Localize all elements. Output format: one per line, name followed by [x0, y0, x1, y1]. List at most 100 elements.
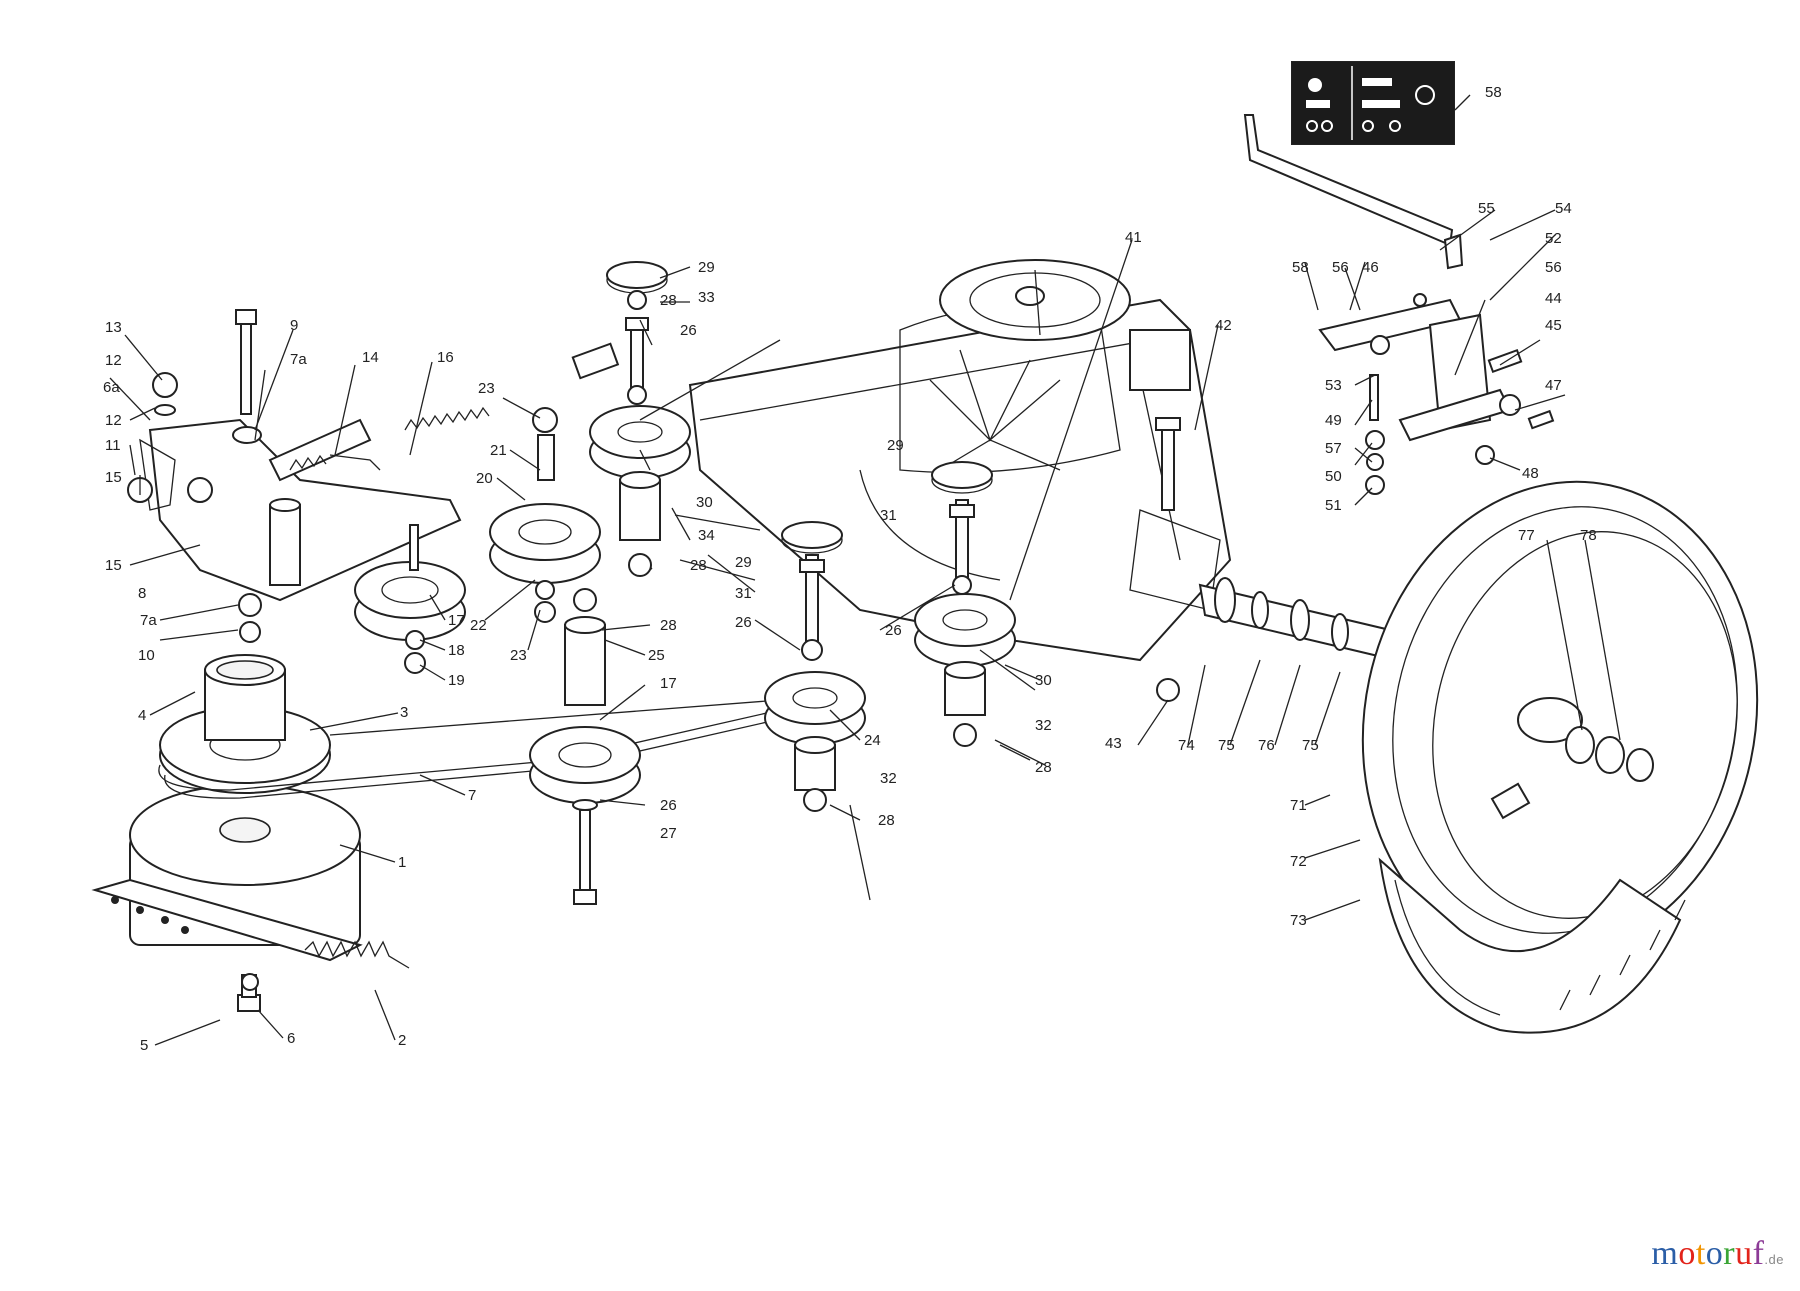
label-29-b: 29 [735, 554, 752, 571]
label-15-upper: 15 [105, 469, 122, 486]
label-12-lower: 12 [105, 412, 122, 429]
watermark-tld: .de [1764, 1252, 1784, 1267]
shift-bracket [1318, 293, 1555, 495]
bolt-9 [232, 309, 262, 444]
label-58-a: 58 [1292, 259, 1309, 276]
label-72: 72 [1290, 853, 1307, 870]
label-7a-lower: 7a [140, 612, 157, 629]
leader-lines [109, 94, 1621, 1046]
label-78: 78 [1580, 527, 1597, 544]
label-7a-upper: 7a [290, 351, 307, 368]
label-22: 22 [470, 617, 487, 634]
watermark-letter: f [1752, 1235, 1765, 1272]
label-30-a: 30 [696, 494, 713, 511]
label-16: 16 [437, 349, 454, 366]
label-31-b: 31 [735, 585, 752, 602]
label-8: 8 [138, 585, 146, 602]
label-75-a: 75 [1218, 737, 1235, 754]
label-29-c: 29 [887, 437, 904, 454]
label-2: 2 [398, 1032, 406, 1049]
decal-plate [1291, 61, 1455, 145]
label-21: 21 [490, 442, 507, 459]
label-52: 52 [1545, 230, 1562, 247]
idler-pulley-30-right [914, 461, 1016, 747]
misc-hardware [1155, 417, 1181, 702]
label-32-b: 32 [1035, 717, 1052, 734]
label-49: 49 [1325, 412, 1342, 429]
label-33: 33 [698, 289, 715, 306]
label-28-d: 28 [1035, 759, 1052, 776]
spring-16 [289, 406, 490, 471]
label-9: 9 [290, 317, 298, 334]
label-57: 57 [1325, 440, 1342, 457]
label-47: 47 [1545, 377, 1562, 394]
label-28-a: 28 [690, 557, 707, 574]
label-48: 48 [1522, 465, 1539, 482]
label-6: 6 [287, 1030, 295, 1047]
label-50: 50 [1325, 468, 1342, 485]
label-15-lower: 15 [105, 557, 122, 574]
label-14: 14 [362, 349, 379, 366]
idler-arm [127, 418, 462, 602]
label-26-b: 26 [660, 797, 677, 814]
watermark-letter: u [1735, 1235, 1753, 1272]
label-6a: 6a [103, 379, 120, 396]
motoruf-watermark: motoruf.de [1651, 1235, 1784, 1273]
idler-pulley-20 [489, 407, 601, 623]
small-hardware-left [152, 372, 262, 1012]
label-1: 1 [398, 854, 406, 871]
label-71: 71 [1290, 797, 1307, 814]
label-11: 11 [105, 437, 121, 454]
label-7: 7 [468, 787, 476, 804]
label-32-a: 32 [880, 770, 897, 787]
engine-pulley [159, 654, 331, 794]
rear-wheel [1361, 480, 1759, 1034]
label-54: 54 [1555, 200, 1572, 217]
label-58-b: 58 [1485, 84, 1502, 101]
idler-pulley-17-upper [354, 524, 466, 674]
part-labels: 1 2 3 4 5 6 6a 7 7a 7a 8 9 10 11 12 12 1… [103, 84, 1597, 1054]
label-17-upper: 17 [448, 612, 465, 629]
label-43: 43 [1105, 735, 1122, 752]
label-13: 13 [105, 319, 122, 336]
label-23-lower: 23 [510, 647, 527, 664]
label-56-b: 56 [1545, 259, 1562, 276]
label-5: 5 [140, 1037, 148, 1054]
watermark-letter: o [1705, 1235, 1724, 1272]
drive-belt [158, 699, 786, 799]
label-20: 20 [476, 470, 493, 487]
label-10: 10 [138, 647, 155, 664]
label-75-b: 75 [1302, 737, 1319, 754]
label-3: 3 [400, 704, 408, 721]
label-51: 51 [1325, 497, 1342, 514]
watermark-letter: r [1723, 1235, 1736, 1272]
electric-clutch [91, 784, 410, 969]
label-19: 19 [448, 672, 465, 689]
label-26-c: 26 [735, 614, 752, 631]
label-27: 27 [660, 825, 677, 842]
label-45: 45 [1545, 317, 1562, 334]
label-53: 53 [1325, 377, 1342, 394]
label-25: 25 [648, 647, 665, 664]
idler-pulley-30-left [571, 261, 691, 577]
watermark-letter: m [1651, 1235, 1679, 1272]
label-17-lower: 17 [660, 675, 677, 692]
idler-pulley-24 [764, 521, 866, 812]
label-23-upper: 23 [478, 380, 495, 397]
label-76: 76 [1258, 737, 1275, 754]
label-73: 73 [1290, 912, 1307, 929]
watermark-letter: t [1695, 1235, 1706, 1272]
label-26-a: 26 [680, 322, 697, 339]
label-46: 46 [1362, 259, 1379, 276]
label-28-b: 28 [660, 617, 677, 634]
label-42: 42 [1215, 317, 1232, 334]
label-77: 77 [1518, 527, 1535, 544]
label-24: 24 [864, 732, 881, 749]
label-44: 44 [1545, 290, 1562, 307]
label-74: 74 [1178, 737, 1195, 754]
label-29-a: 29 [698, 259, 715, 276]
label-55: 55 [1478, 200, 1495, 217]
label-31-a: 31 [880, 507, 897, 524]
label-30-b: 30 [1035, 672, 1052, 689]
label-18: 18 [448, 642, 465, 659]
